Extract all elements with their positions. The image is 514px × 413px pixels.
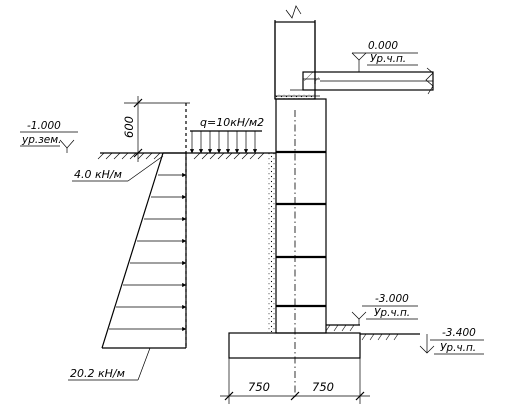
level-1000-sub: ур.зем. — [21, 134, 62, 146]
pressure-bottom-label: 20.2 кН/м — [70, 367, 125, 380]
upper-wall — [274, 5, 316, 100]
level-marker-1000: -1.000 ур.зем. — [20, 120, 78, 153]
foundation-blocks — [267, 98, 327, 334]
level-3000-value: -3.000 — [375, 293, 409, 305]
foundation-pad — [228, 332, 361, 359]
pressure-top-label: 4.0 кН/м — [74, 168, 122, 181]
surface-load-label: q=10кН/м2 — [200, 116, 264, 129]
surface-load: q=10кН/м2 — [189, 116, 264, 154]
dimension-left-label: 750 — [248, 380, 270, 394]
floor-slab — [275, 67, 434, 99]
floor-level-lines — [325, 324, 420, 341]
dimension-right-label: 750 — [312, 380, 334, 394]
earth-pressure-diagram: 4.0 кН/м 20.2 кН/м — [68, 103, 187, 381]
level-marker-3000: -3.000 Ур.ч.п. — [351, 293, 418, 325]
level-1000-value: -1.000 — [27, 120, 61, 132]
level-3000-sub: Ур.ч.п. — [374, 307, 410, 319]
level-0000-sub: Ур.ч.п. — [370, 53, 406, 65]
level-marker-0000: 0.000 Ур.ч.п. — [351, 40, 418, 72]
level-0000-value: 0.000 — [368, 40, 398, 52]
level-3400-value: -3.400 — [442, 327, 476, 339]
bottom-dimension: 750 750 — [220, 358, 370, 404]
level-3400-sub: Ур.ч.п. — [440, 342, 476, 354]
level-marker-3400: -3.400 Ур.ч.п. — [419, 327, 484, 355]
ground-line — [97, 152, 276, 160]
dimension-600-label: 600 — [122, 116, 136, 138]
dimension-600: 600 — [122, 96, 190, 162]
